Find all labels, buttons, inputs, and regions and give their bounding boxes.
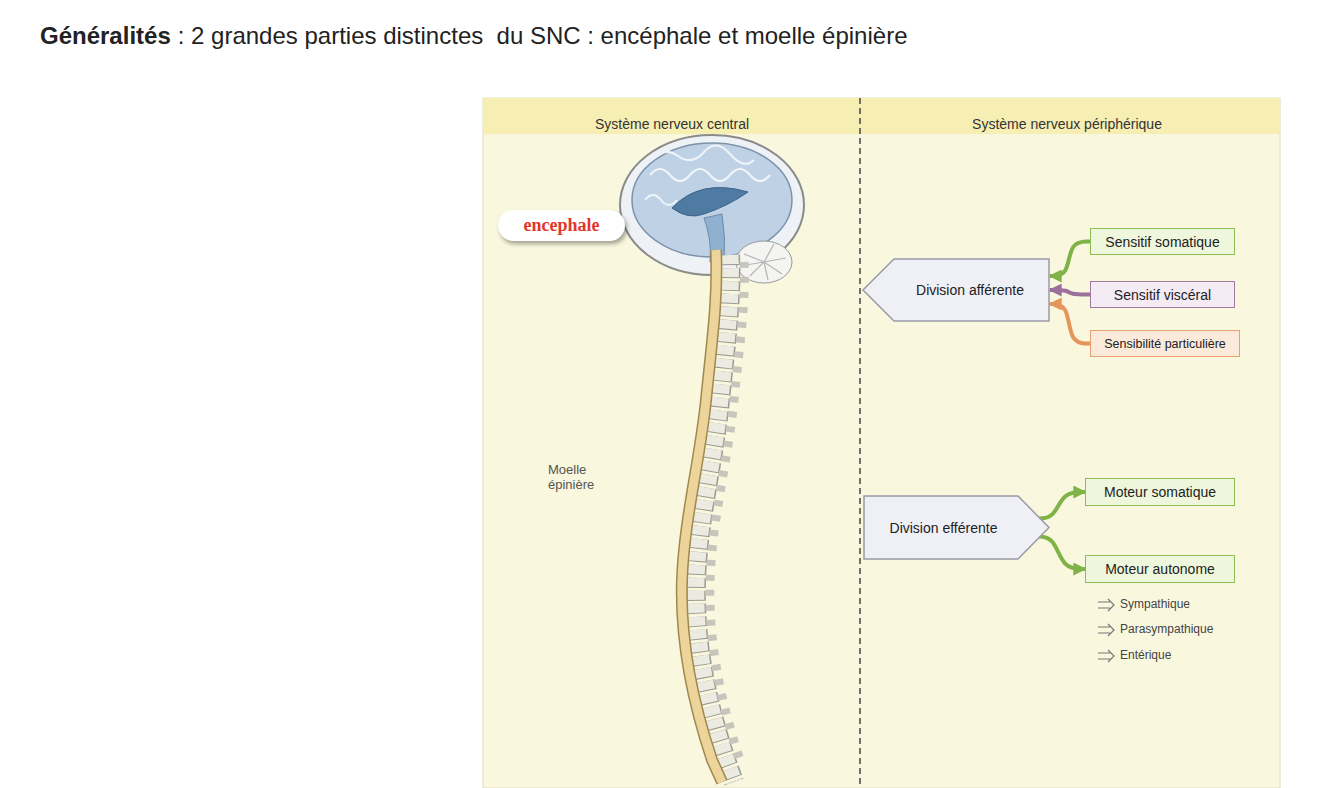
callout-bubble: encephale [498,210,625,241]
connector-arrow [1050,290,1090,295]
division-arrow-box: Division efférente [863,495,1050,560]
sub-arrow-symbols [1098,599,1114,662]
divider-line [859,98,861,788]
text-label: Entérique [1120,648,1171,662]
page-title: Généralités [40,22,171,49]
node-text: Sensitif somatique [1105,234,1219,250]
text-label: Sympathique [1120,597,1190,611]
spine-figure [682,250,745,782]
category-box: Moteur somatique [1085,478,1235,506]
node-text: Moteur autonome [1105,561,1215,577]
category-box: Sensitif viscéral [1090,281,1235,308]
connector-arrow [1050,242,1090,277]
header-band [483,98,1280,134]
text-label: Système nerveux central [595,116,749,132]
category-box: Sensibilité particulière [1090,330,1240,357]
heading-line: Généralités : 2 grandes parties distincte… [40,22,907,50]
node-text: Division afférente [916,282,1024,298]
text-label: Moelle épinière [548,463,610,493]
node-text: encephale [524,215,600,236]
text-label: Parasympathique [1120,622,1213,636]
category-box: Moteur autonome [1085,555,1235,583]
connector-arrow [1050,304,1090,344]
division-arrow-box: Division afférente [862,258,1050,322]
node-text: Division efférente [890,520,998,536]
node-text: Sensitif viscéral [1114,287,1211,303]
connector-arrow [1036,492,1085,519]
panel-ground [483,98,1280,788]
text-label: Système nerveux périphérique [972,116,1162,132]
text-label: : 2 grandes parties distinctes du SNC : … [178,22,908,49]
category-box: Sensitif somatique [1090,228,1235,255]
connector-arrow [1036,537,1085,570]
node-text: Moteur somatique [1104,484,1216,500]
node-text: Sensibilité particulière [1104,337,1226,351]
